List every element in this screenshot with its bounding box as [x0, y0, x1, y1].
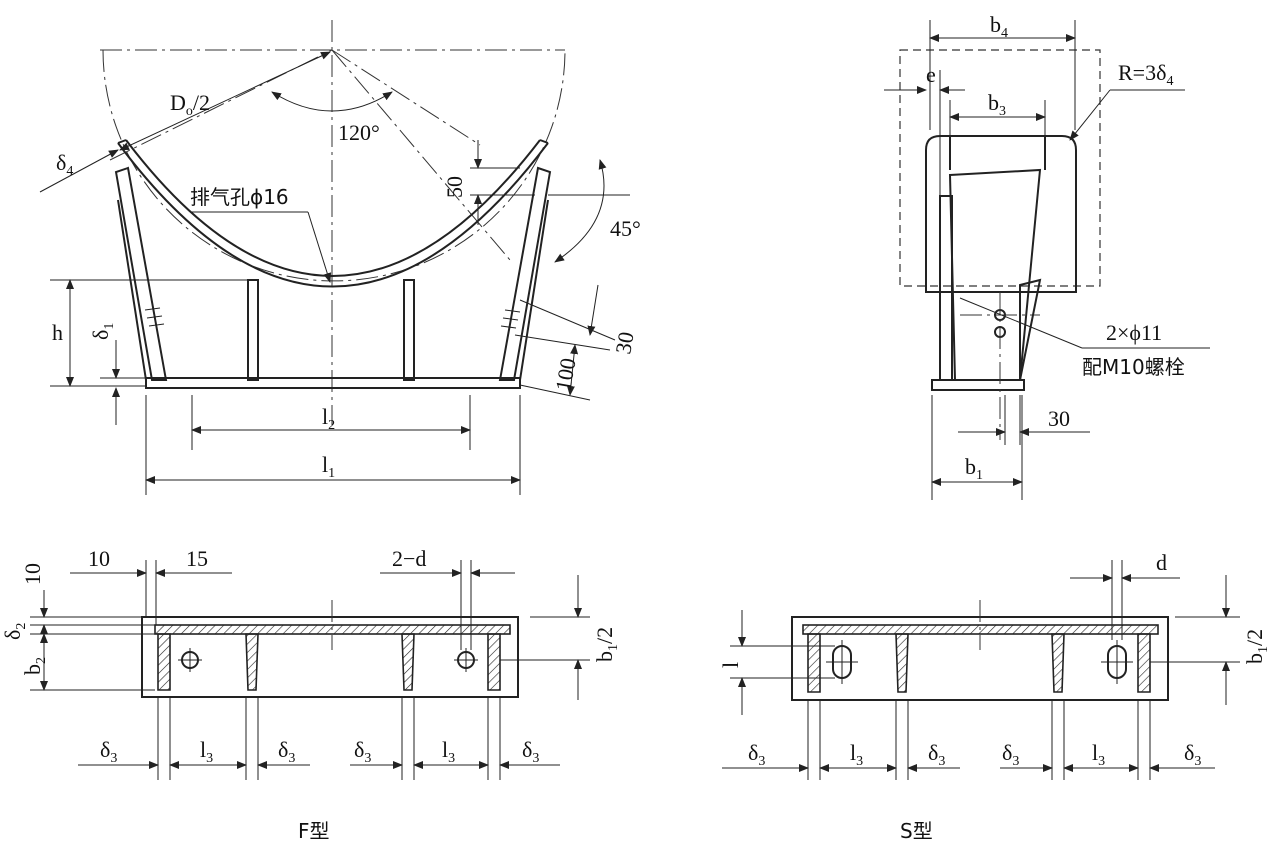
delta3-label: δ3: [522, 737, 539, 766]
side-view: b4 e R=3δ4 b3 2×ϕ11 配M10螺栓 30 b1: [884, 12, 1210, 500]
delta3-label: δ3: [354, 737, 371, 766]
b3-label: b3: [988, 90, 1006, 119]
d-label: d: [1156, 550, 1167, 575]
angle-45-label: 45°: [610, 216, 641, 241]
b1-half-s-label: b1/2: [1242, 629, 1271, 664]
delta3-label: δ3: [1002, 740, 1019, 769]
bolt-holes-label: 2×ϕ11: [1106, 320, 1162, 345]
dim-30-side-label: 30: [610, 330, 638, 356]
delta3-label: δ3: [278, 737, 295, 766]
dim-50-label: 50: [442, 176, 467, 198]
l3-label: l3: [1092, 740, 1105, 769]
delta3-label: δ3: [100, 737, 117, 766]
b1-half-f-label: b1/2: [592, 627, 621, 662]
b2-label: b2: [20, 657, 49, 675]
s-type-plan-view: d l b1/2 δ3 l3 δ3 δ3 l3 δ3 S型: [718, 550, 1271, 843]
l3-label: l3: [442, 737, 455, 766]
bolt-spec-label: 配M10螺栓: [1082, 355, 1185, 379]
f-type-title: F型: [298, 819, 330, 843]
f-type-plan-view: 10 15 2−d 10 δ2 b2 b1/2: [0, 546, 621, 843]
angle-120-label: 120°: [338, 120, 380, 145]
delta4-label: δ4: [56, 150, 73, 179]
front-view: Do/2 δ4 120° 排气孔ϕ16 50 45° h δ1: [39, 20, 641, 495]
dim-30-end-label: 30: [1048, 406, 1070, 431]
dim-10-label: 10: [88, 546, 110, 571]
e-label: e: [926, 62, 936, 87]
vent-hole-label: 排气孔ϕ16: [190, 185, 289, 209]
dim-10-vertical-label: 10: [20, 563, 45, 585]
h-label: h: [52, 320, 63, 345]
s-type-title: S型: [900, 819, 933, 843]
delta2-label: δ2: [0, 623, 29, 640]
d-half-label: Do/2: [170, 90, 210, 119]
delta3-label: δ3: [1184, 740, 1201, 769]
dim-100-label: 100: [550, 356, 580, 393]
l1-label: l1: [322, 452, 335, 481]
r-3delta4-label: R=3δ4: [1118, 60, 1173, 89]
two-d-label: 2−d: [392, 546, 426, 571]
l3-label: l3: [850, 740, 863, 769]
l2-label: l2: [322, 404, 335, 433]
l-small-label: l: [718, 662, 743, 668]
b4-label: b4: [990, 12, 1008, 41]
dim-15-label: 15: [186, 546, 208, 571]
b1-label: b1: [965, 454, 983, 483]
delta3-label: δ3: [748, 740, 765, 769]
l3-label: l3: [200, 737, 213, 766]
delta1-label: δ1: [88, 323, 117, 340]
delta3-label: δ3: [928, 740, 945, 769]
